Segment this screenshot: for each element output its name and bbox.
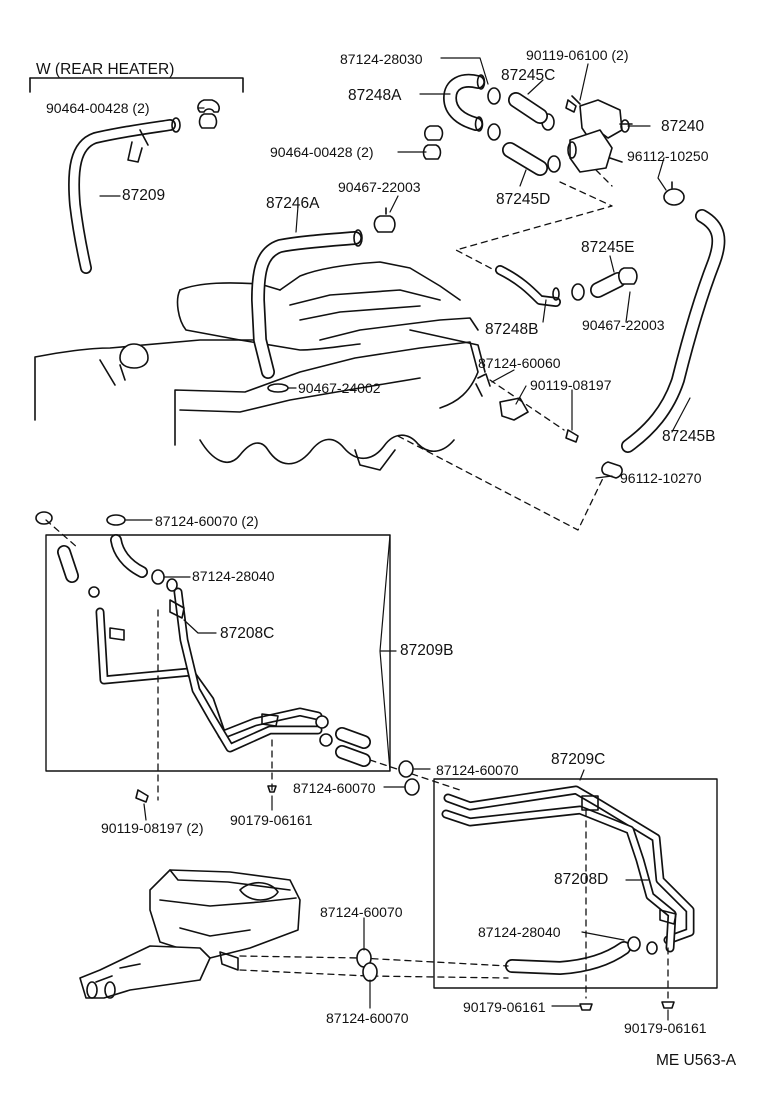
part-label: 87124-60070: [293, 780, 376, 796]
connector-dashes: [397, 379, 605, 531]
part-label: 90179-06161: [230, 812, 313, 828]
clamp-icon: [663, 188, 685, 206]
valve-87240: [567, 99, 633, 173]
connector-dashes: [455, 169, 613, 273]
connector-dashes: [239, 955, 509, 979]
clamp-icon: [267, 383, 289, 393]
bolt-icon: [135, 785, 277, 803]
pipe-87208C: [95, 587, 323, 753]
part-label: 90119-06100 (2): [526, 47, 629, 63]
hose-87248A: [443, 73, 486, 132]
part-label: 96112-10250: [627, 148, 709, 164]
clamp-icon: [398, 760, 420, 796]
part-label: 87124-60070 (2): [155, 513, 259, 529]
part-label: 87209: [122, 187, 166, 204]
rear-heater-bracket: [29, 77, 244, 93]
part-label: 87124-60070: [436, 762, 519, 778]
part-label: 87240: [661, 118, 705, 135]
part-label: 90464-00428 (2): [270, 144, 374, 160]
hose-short-pair: [335, 727, 371, 767]
footer-code: ME U563-A: [656, 1052, 737, 1069]
hose-87245C: [508, 92, 548, 124]
leader-lines: [99, 57, 691, 1021]
hose-87246A: [251, 229, 363, 379]
hose-87209: [68, 117, 181, 274]
part-label: 90464-00428 (2): [46, 100, 150, 116]
bolt-icon: [565, 95, 581, 113]
clamp-icon: [356, 948, 378, 982]
part-label: 87124-28040: [192, 568, 275, 584]
hose-87248B: [495, 265, 561, 307]
part-label: 87245D: [496, 191, 551, 208]
pipe-87208D: [441, 785, 695, 953]
clamp-icon: [627, 936, 658, 955]
part-label: 87208C: [220, 625, 275, 642]
part-label: 87246A: [266, 195, 320, 212]
part-label: 90467-22003: [338, 179, 421, 195]
part-label: 90119-08197 (2): [101, 820, 204, 836]
hose-87245B: [621, 209, 726, 453]
clamp-icon: [373, 207, 396, 233]
clamp-icon: [197, 99, 220, 129]
part-label: 87124-28030: [340, 51, 423, 67]
part-label: 87124-60060: [478, 355, 561, 371]
part-label: 90179-06161: [624, 1020, 707, 1036]
rear-heater-unit: [79, 869, 301, 999]
part-label: 90467-22003: [582, 317, 665, 333]
connector-dashes: [585, 809, 669, 1001]
part-label: 90179-06161: [463, 999, 546, 1015]
connector-dashes: [45, 519, 461, 801]
clamp-icon: [422, 125, 444, 160]
box-87209C: [433, 778, 718, 989]
part-label: 87124-60070: [320, 904, 403, 920]
hose-87245D: [502, 142, 548, 176]
part-label: 87208D: [554, 871, 609, 888]
section-title: W (REAR HEATER): [36, 61, 175, 78]
part-label: 87245C: [501, 67, 556, 84]
clamp-icon: [487, 87, 561, 173]
hose-87245E: [571, 267, 638, 301]
part-label: 87245B: [662, 428, 716, 445]
part-label: 87248B: [485, 321, 539, 338]
part-label: 87124-28040: [478, 924, 561, 940]
bracket-87124-60060: [475, 373, 579, 443]
part-label: 87209B: [400, 642, 454, 659]
part-label: 96112-10270: [620, 470, 702, 486]
part-label: 90119-08197: [530, 377, 612, 393]
hose-87124-28040-b: [505, 941, 631, 975]
part-label: 87248A: [348, 87, 402, 104]
part-label: 87245E: [581, 239, 635, 256]
box-87209B: [45, 534, 391, 772]
bolt-icon: [579, 1001, 675, 1011]
clamp-icon: [601, 461, 623, 479]
part-label: 87209C: [551, 751, 606, 768]
part-label: 90467-24002: [298, 380, 381, 396]
hose-small: [57, 534, 148, 583]
part-label: 87124-60070: [326, 1010, 409, 1026]
